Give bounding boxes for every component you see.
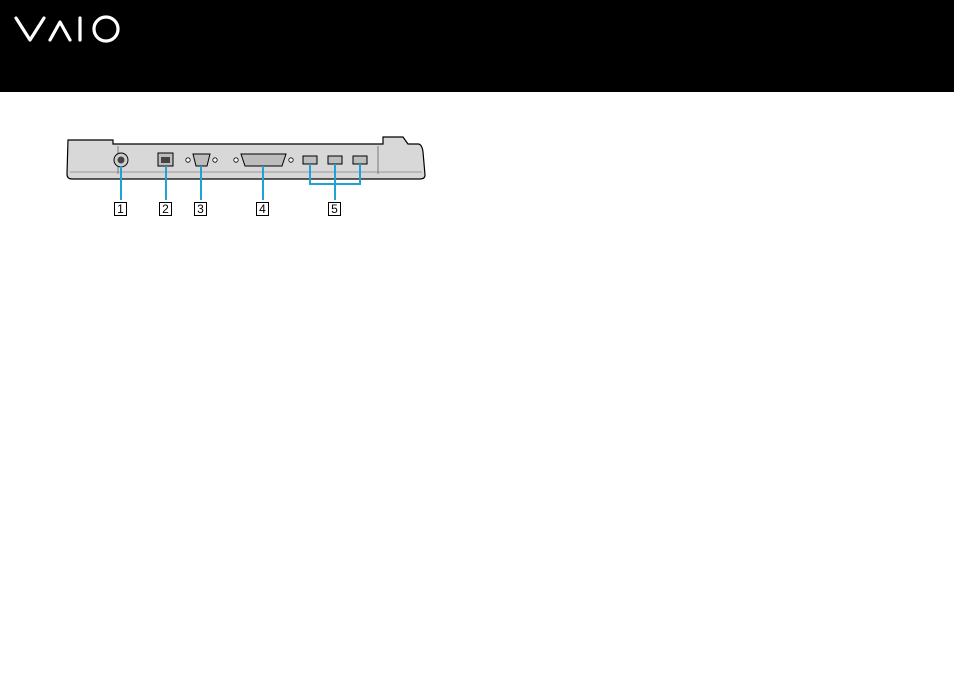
network-port-icon (158, 153, 173, 166)
header-bar (0, 0, 954, 92)
callout-5: 5 (328, 202, 341, 216)
callout-4: 4 (256, 202, 269, 216)
usb-ports-icon (303, 156, 367, 164)
callout-1: 1 (114, 202, 127, 216)
callout-3: 3 (194, 202, 207, 216)
callout-2: 2 (159, 202, 172, 216)
dock-diagram: 1 2 3 4 5 (58, 130, 428, 230)
vaio-logo-icon (14, 10, 122, 46)
dc-in-port-icon (114, 153, 128, 167)
